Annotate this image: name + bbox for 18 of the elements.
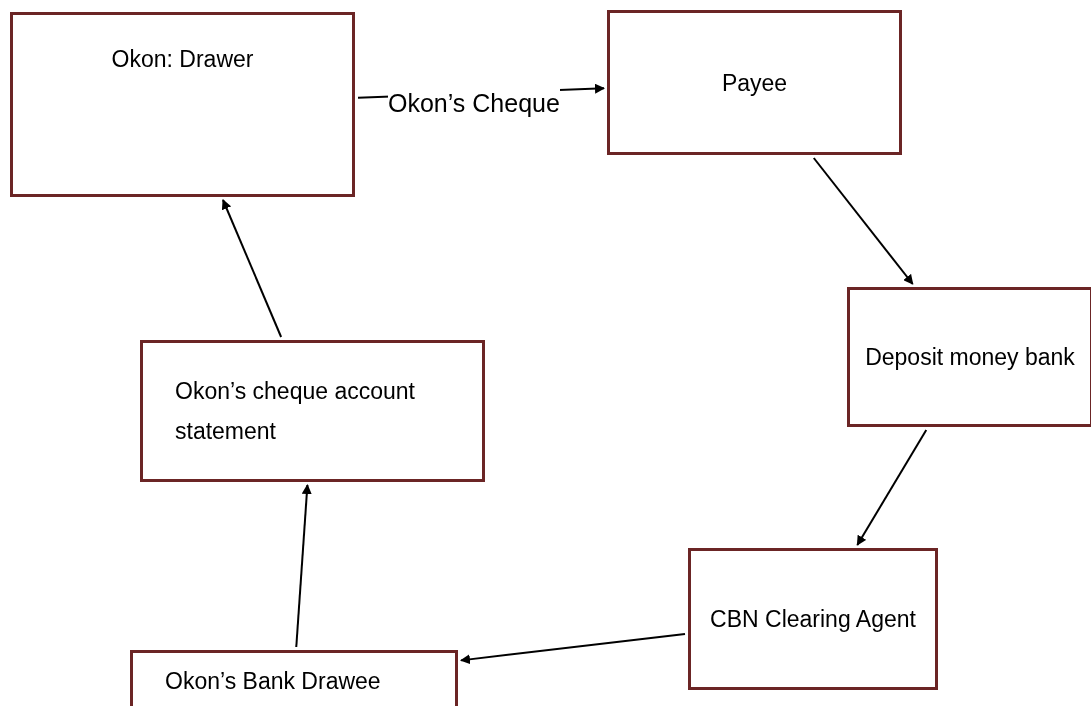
edge-label: Okon’s Cheque bbox=[388, 88, 560, 120]
box-text: Deposit money bank bbox=[865, 343, 1075, 372]
process-box bbox=[607, 10, 902, 155]
arrow bbox=[295, 484, 312, 648]
box-text: Payee bbox=[721, 68, 788, 98]
process-box bbox=[10, 12, 355, 197]
arrow bbox=[221, 199, 283, 338]
process-box bbox=[130, 650, 458, 706]
arrow bbox=[856, 429, 928, 546]
arrow bbox=[812, 157, 914, 285]
process-box bbox=[688, 548, 938, 690]
box-text: CBN Clearing Agent bbox=[710, 605, 916, 634]
process-box bbox=[140, 340, 485, 482]
box-text: Okon: Drawer bbox=[111, 45, 254, 74]
process-box bbox=[847, 287, 1091, 427]
arrow bbox=[460, 633, 686, 665]
box-text: Okon’s cheque account statement bbox=[175, 377, 416, 446]
box-text: Okon’s Bank Drawee bbox=[165, 667, 381, 696]
